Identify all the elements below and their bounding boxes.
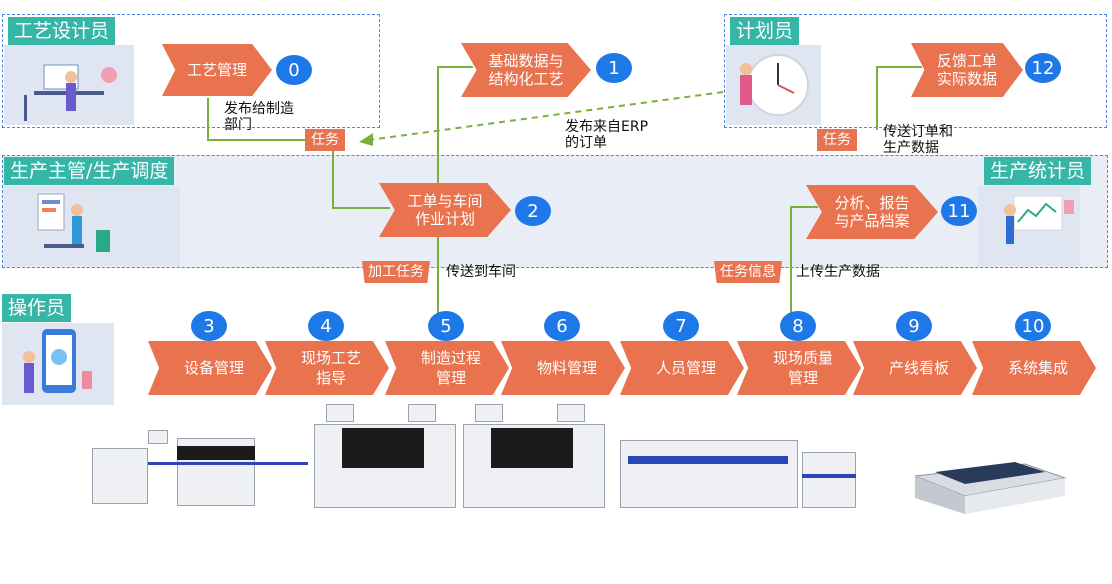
step-badge-1: 1 [596, 53, 632, 83]
flow-line-12-left [876, 66, 922, 68]
note-send-order-data: 传送订单和 生产数据 [883, 124, 953, 156]
designer-desk-icon [24, 64, 117, 121]
step-basic-data[interactable]: 基础数据与 结构化工艺 [461, 43, 591, 97]
step-label: 反馈工单 实际数据 [936, 52, 997, 88]
stage-8[interactable]: 现场质量 管理 [737, 341, 861, 395]
monitor-2a [475, 404, 503, 422]
stage-7[interactable]: 人员管理 [620, 341, 744, 395]
statistician-illustration [978, 186, 1080, 266]
stage-badge-10: 10 [1015, 311, 1051, 341]
zone-process-designer [2, 14, 380, 128]
tag-processing-task: 加工任务 [362, 261, 430, 283]
chart-board-icon [1004, 195, 1074, 244]
step-badge-11: 11 [941, 196, 977, 226]
flow-line-0-right [207, 139, 307, 141]
printer-window [177, 446, 255, 460]
tag-task-right: 任务 [817, 129, 857, 151]
stage-10[interactable]: 系统集成 [972, 341, 1096, 395]
step-label: 工艺管理 [186, 61, 247, 79]
step-label: 基础数据与 结构化工艺 [488, 52, 564, 88]
role-production-manager: 生产主管/生产调度 [4, 157, 175, 185]
note-upload-data: 上传生产数据 [796, 264, 880, 280]
role-planner: 计划员 [730, 17, 800, 45]
planner-illustration [726, 45, 821, 125]
stage-label: 现场工艺 指导 [300, 349, 361, 387]
step-process-management[interactable]: 工艺管理 [162, 44, 272, 96]
stage-label: 人员管理 [655, 359, 716, 377]
placement-window-2 [491, 428, 573, 468]
flow-line-task-right [332, 207, 390, 209]
flow-line-12-down [876, 66, 878, 130]
conveyor-rail [148, 462, 308, 465]
stage-5[interactable]: 制造过程 管理 [385, 341, 509, 395]
step-badge-0: 0 [276, 55, 312, 85]
flow-line-11-down [790, 206, 792, 314]
monitor-2b [557, 404, 585, 422]
stage-badge-5: 5 [428, 311, 464, 341]
unloader-stripe [802, 474, 856, 478]
stage-badge-3: 3 [191, 311, 227, 341]
step-analysis-report[interactable]: 分析、报告 与产品档案 [806, 185, 938, 239]
stage-6[interactable]: 物料管理 [501, 341, 625, 395]
flow-line-task-down [332, 150, 334, 209]
stage-4[interactable]: 现场工艺 指导 [265, 341, 389, 395]
note-erp-order: 发布来自ERP 的订单 [565, 119, 649, 151]
step-feedback-actual[interactable]: 反馈工单 实际数据 [911, 43, 1023, 97]
flow-line-0-down [207, 98, 209, 140]
note-send-to-workshop: 传送到车间 [446, 264, 516, 280]
stage-badge-8: 8 [780, 311, 816, 341]
stage-3[interactable]: 设备管理 [148, 341, 272, 395]
stage-label: 设备管理 [183, 359, 244, 377]
note-publish-to-dept: 发布给制造 部门 [224, 101, 294, 133]
flow-line-1-left [437, 66, 473, 68]
tag-task-info: 任务信息 [714, 261, 782, 283]
loader-machine [92, 448, 148, 504]
manager-illustration [4, 186, 180, 266]
stage-badge-9: 9 [896, 311, 932, 341]
step-label: 工单与车间 作业计划 [407, 192, 483, 228]
tag-task-left: 任务 [305, 129, 345, 151]
zone-planner [724, 14, 1107, 128]
stage-badge-7: 7 [663, 311, 699, 341]
role-production-statistician: 生产统计员 [984, 157, 1092, 185]
stage-label: 制造过程 管理 [420, 349, 481, 387]
monitor-1a [326, 404, 354, 422]
stage-label: 物料管理 [536, 359, 597, 377]
clock-icon [740, 54, 809, 116]
step-badge-12: 12 [1025, 53, 1061, 83]
stage-label: 现场质量 管理 [772, 349, 833, 387]
role-operator: 操作员 [2, 294, 72, 322]
unloader-machine [802, 452, 856, 508]
role-process-designer: 工艺设计员 [8, 17, 116, 45]
inspection-machine-icon [914, 462, 1067, 514]
reflow-stripe [628, 456, 788, 464]
phone-user-icon [23, 329, 92, 393]
flow-line-11-left [790, 206, 818, 208]
operator-illustration [2, 323, 114, 405]
step-badge-2: 2 [515, 196, 551, 226]
step-label: 分析、报告 与产品档案 [834, 194, 910, 230]
stage-label: 产线看板 [888, 359, 949, 377]
stage-label: 系统集成 [1007, 359, 1068, 377]
presentation-icon [37, 193, 110, 252]
placement-window-1 [342, 428, 424, 468]
designer-illustration [4, 45, 134, 125]
stage-badge-6: 6 [544, 311, 580, 341]
monitor-small [148, 430, 168, 444]
stage-badge-4: 4 [308, 311, 344, 341]
monitor-1b [408, 404, 436, 422]
erp-dashed-arrow [359, 91, 724, 146]
step-work-order-plan[interactable]: 工单与车间 作业计划 [379, 183, 511, 237]
reflow-oven [620, 440, 798, 508]
stage-9[interactable]: 产线看板 [853, 341, 977, 395]
